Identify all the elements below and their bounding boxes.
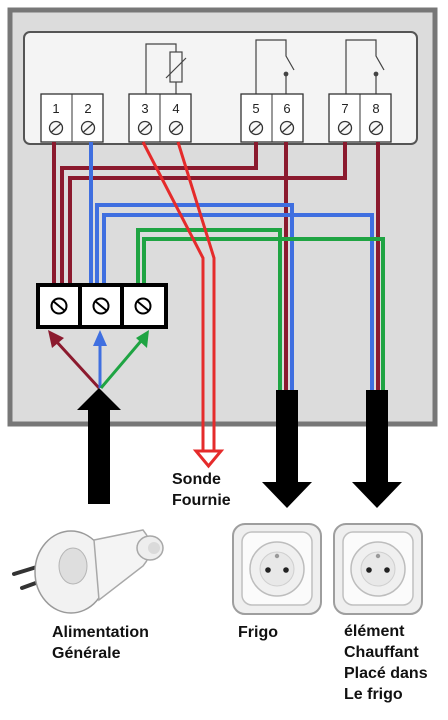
terminal-5-label: 5 xyxy=(252,101,259,116)
terminal-blocks xyxy=(40,93,392,143)
terminal-6-label: 6 xyxy=(283,101,290,116)
sonde-label: Sonde Fournie xyxy=(172,469,231,511)
element-label: élément Chauffant Placé dans Le frigo xyxy=(344,621,428,705)
earth-wires xyxy=(136,228,385,390)
element-label-line3: Placé dans xyxy=(344,665,428,682)
output-arrows xyxy=(262,390,402,508)
probe-arrow xyxy=(192,449,225,469)
alimentation-label-line1: Alimentation xyxy=(52,624,149,641)
terminal-2-label: 2 xyxy=(84,101,91,116)
controller-panel xyxy=(23,31,418,145)
neutral-wires xyxy=(89,142,374,390)
probe-resistor-symbol xyxy=(145,43,187,96)
sonde-label-line2: Fournie xyxy=(172,492,231,509)
frigo-label: Frigo xyxy=(238,624,278,641)
phase-wires xyxy=(52,142,380,390)
main-terminal-strip xyxy=(36,283,168,329)
alimentation-label: Alimentation Générale xyxy=(52,622,149,664)
terminal-screws xyxy=(48,120,384,136)
terminal-7-label: 7 xyxy=(341,101,348,116)
supply-branch-arrows xyxy=(48,330,149,390)
element-label-line1: élément xyxy=(344,623,405,640)
frigo-socket-icon xyxy=(232,523,322,615)
probe-wires xyxy=(141,141,216,452)
plug-icon xyxy=(12,529,164,614)
element-label-line4: Le frigo xyxy=(344,686,403,703)
terminal-1-label: 1 xyxy=(52,101,59,116)
power-supply-arrow xyxy=(77,388,121,504)
terminal-numbers: 1 2 3 4 5 6 7 8 xyxy=(52,101,379,116)
heater-socket-icon xyxy=(333,523,423,615)
relay-switch-1-symbol xyxy=(255,39,295,96)
terminal-4-label: 4 xyxy=(172,101,179,116)
terminal-3-label: 3 xyxy=(141,101,148,116)
terminal-8-label: 8 xyxy=(372,101,379,116)
element-label-line2: Chauffant xyxy=(344,644,419,661)
relay-switch-2-symbol xyxy=(345,39,385,96)
sonde-label-line1: Sonde xyxy=(172,471,221,488)
alimentation-label-line2: Générale xyxy=(52,645,121,662)
